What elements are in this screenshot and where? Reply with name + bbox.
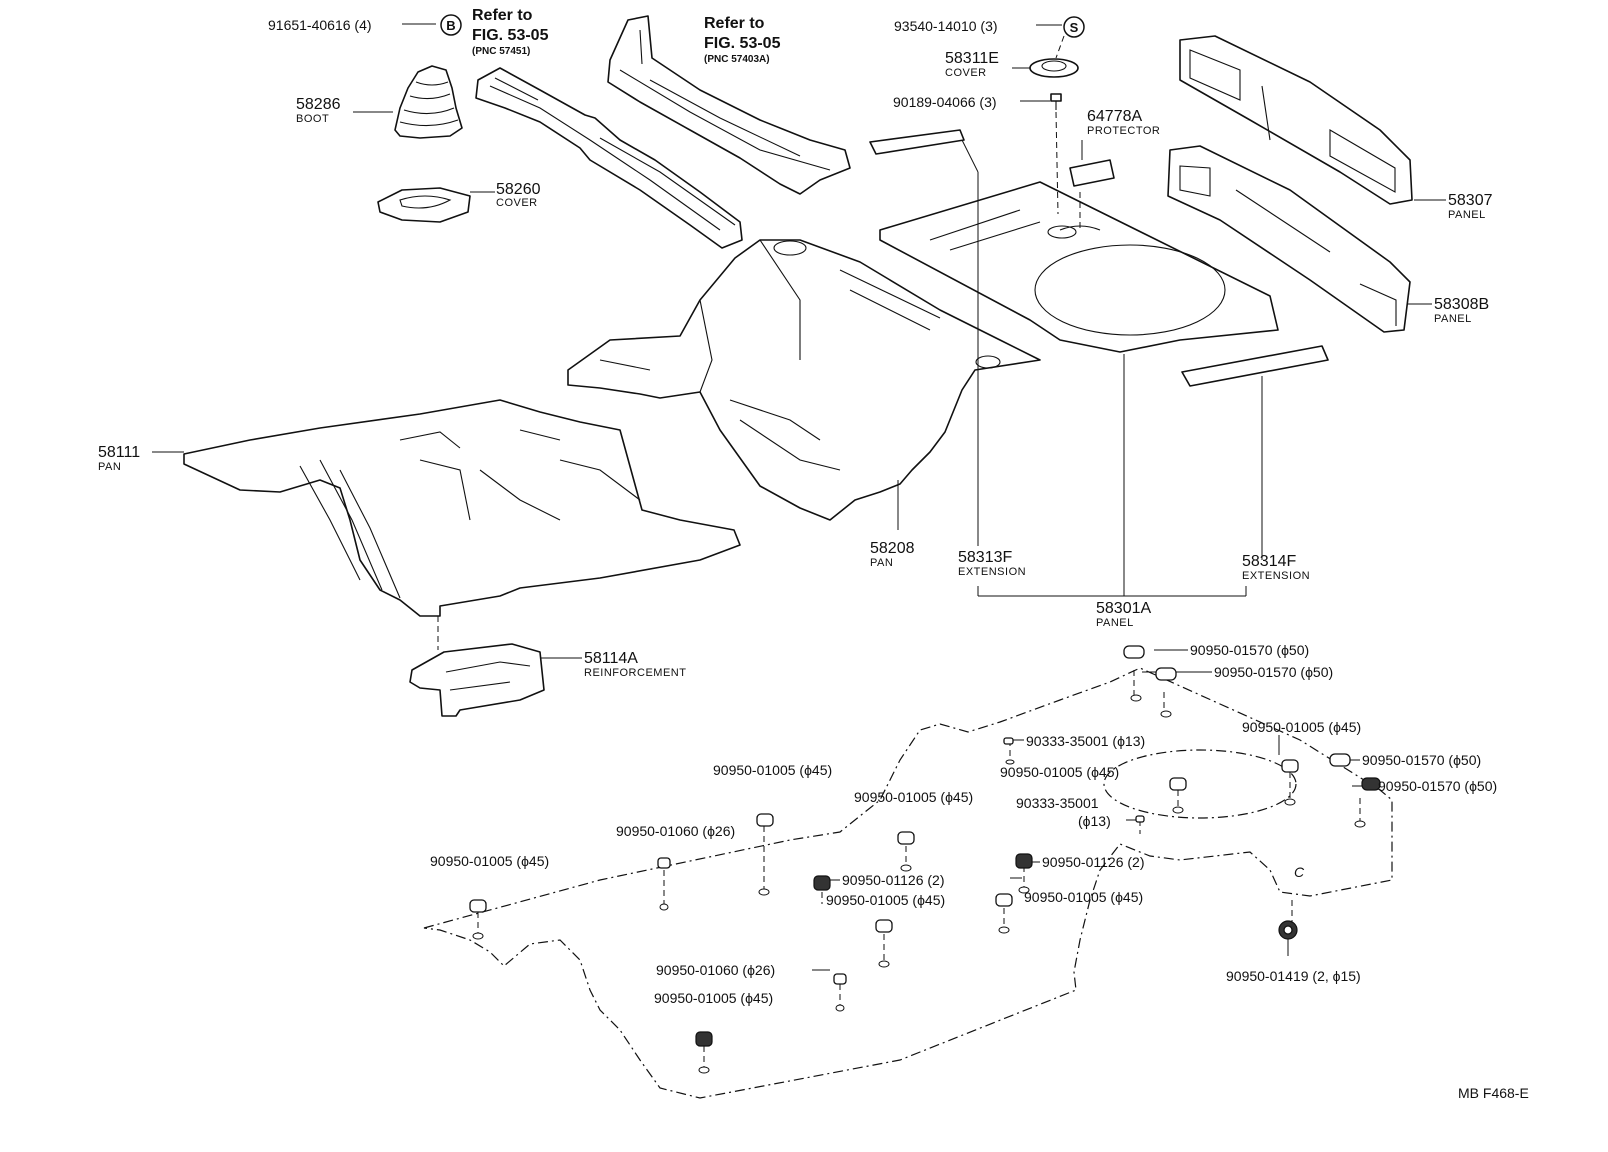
extension-58313f-drawing[interactable] (869, 129, 965, 155)
label-p9: 90950-01005 (ϕ45) (854, 789, 973, 805)
label-ref1-pnc: (PNC 57451) (472, 46, 530, 57)
plug-p5[interactable] (1361, 777, 1381, 791)
label-panel-58307-pn: 58307 (1448, 192, 1493, 209)
label-p18: 90950-01005 (ϕ45) (654, 990, 773, 1006)
panel-58307-drawing[interactable] (1179, 35, 1413, 205)
pan-58111-drawing[interactable] (183, 399, 741, 617)
plug-p10[interactable] (1135, 815, 1145, 823)
label-p11: 90950-01060 (ϕ26) (616, 823, 735, 839)
plug-p7[interactable] (1169, 777, 1187, 791)
label-p2: 90950-01570 (ϕ50) (1214, 664, 1333, 680)
label-ext-58314f-pn: 58314F (1242, 553, 1296, 570)
leader-lines (152, 23, 1446, 1068)
plug-p11[interactable] (657, 857, 671, 869)
plug-p1[interactable] (1123, 645, 1145, 659)
plug-p18[interactable] (695, 1031, 713, 1047)
label-ext-58313f-pn: 58313F (958, 549, 1012, 566)
label-panel-58307-name: PANEL (1448, 209, 1486, 221)
plug-p19[interactable] (1278, 920, 1298, 940)
symbol-s: S (1063, 16, 1085, 38)
label-boot-pn: 58286 (296, 96, 341, 113)
plug-p8[interactable] (756, 813, 774, 827)
plug-p16[interactable] (995, 893, 1013, 907)
label-p13: 90950-01126 (2) (842, 872, 944, 888)
plug-p2[interactable] (1155, 667, 1177, 681)
plug-p14[interactable] (1015, 853, 1033, 869)
label-boot-bolt: 91651-40616 (4) (268, 17, 372, 33)
label-p19: 90950-01419 (2, ϕ15) (1226, 968, 1361, 984)
reinforcement-58114a-drawing[interactable] (409, 643, 545, 717)
label-ref2-line1: Refer to (704, 15, 765, 32)
panel-58301a-drawing[interactable] (879, 181, 1279, 353)
label-pan-58111-name: PAN (98, 461, 121, 473)
plug-p4[interactable] (1329, 753, 1351, 767)
member-57403a-drawing[interactable] (607, 15, 851, 195)
screw-90189-drawing[interactable] (1050, 93, 1062, 110)
plug-p13[interactable] (813, 875, 831, 891)
label-ref1-line1: Refer to (472, 7, 533, 24)
label-panel-58308b-pn: 58308B (1434, 296, 1489, 313)
plug-p9[interactable] (897, 831, 915, 845)
boot-58286-drawing[interactable] (394, 65, 463, 139)
panel-58308b-drawing[interactable] (1167, 145, 1411, 333)
label-pan-58111-pn: 58111 (98, 444, 140, 461)
label-ref2-line2: FIG. 53-05 (704, 35, 781, 52)
svg-text:B: B (446, 18, 455, 33)
figure-code: MB F468-E (1458, 1085, 1529, 1101)
svg-text:S: S (1070, 20, 1079, 35)
label-ref2-pnc: (PNC 57403A) (704, 54, 770, 65)
label-ref1-line2: FIG. 53-05 (472, 27, 549, 44)
label-protector-name: PROTECTOR (1087, 125, 1160, 137)
pan-58208-drawing[interactable] (567, 239, 1041, 521)
label-pan-58208-pn: 58208 (870, 540, 915, 557)
label-screw-90189: 90189-04066 (3) (893, 94, 997, 110)
label-cover-58311e-pn: 58311E (945, 50, 999, 67)
symbol-b: B (440, 14, 462, 36)
label-p20: C (1294, 864, 1305, 880)
label-screw-s: 93540-14010 (3) (894, 18, 998, 34)
label-panel-58301a-name: PANEL (1096, 617, 1134, 629)
extension-58314f-drawing[interactable] (1181, 345, 1329, 387)
label-p7: 90950-01005 (ϕ45) (1000, 764, 1119, 780)
label-p10-a: 90333-35001 (1016, 795, 1099, 811)
plug-p15[interactable] (875, 919, 893, 933)
label-protector-pn: 64778A (1087, 108, 1142, 125)
protector-64778a-drawing[interactable] (1069, 159, 1115, 187)
cover-58260-drawing[interactable] (377, 187, 471, 223)
plug-p17[interactable] (833, 973, 847, 985)
label-cover-58311e-name: COVER (945, 67, 987, 79)
plug-p3[interactable] (1281, 759, 1299, 773)
floor-outline-drawing (423, 667, 1393, 1099)
hole-plugs (469, 645, 1381, 1074)
label-reinf-58114a-pn: 58114A (584, 650, 638, 667)
label-p10-b: (ϕ13) (1078, 813, 1111, 829)
cover-58311e-drawing[interactable] (1029, 58, 1079, 78)
label-p4: 90950-01570 (ϕ50) (1362, 752, 1481, 768)
label-cover-58260-name: COVER (496, 197, 538, 209)
label-boot-name: BOOT (296, 113, 329, 125)
member-57451-drawing[interactable] (475, 67, 743, 249)
label-p5: 90950-01570 (ϕ50) (1378, 778, 1497, 794)
label-reinf-58114a-name: REINFORCEMENT (584, 667, 686, 679)
label-cover-58260-pn: 58260 (496, 181, 541, 198)
label-p17: 90950-01060 (ϕ26) (656, 962, 775, 978)
label-p12: 90950-01005 (ϕ45) (430, 853, 549, 869)
label-ext-58313f-name: EXTENSION (958, 566, 1026, 578)
label-p3: 90950-01005 (ϕ45) (1242, 719, 1361, 735)
label-p8: 90950-01005 (ϕ45) (713, 762, 832, 778)
label-panel-58308b-name: PANEL (1434, 313, 1472, 325)
label-p1: 90950-01570 (ϕ50) (1190, 642, 1309, 658)
label-p16: 90950-01005 (ϕ45) (1024, 889, 1143, 905)
plug-p12[interactable] (469, 899, 487, 913)
plug-p6[interactable] (1003, 737, 1014, 745)
label-pan-58208-name: PAN (870, 557, 893, 569)
label-panel-58301a-pn: 58301A (1096, 600, 1151, 617)
label-p14: 90950-01126 (2) (1042, 854, 1144, 870)
label-ext-58314f-name: EXTENSION (1242, 570, 1310, 582)
label-p6: 90333-35001 (ϕ13) (1026, 733, 1145, 749)
label-p15: 90950-01005 (ϕ45) (826, 892, 945, 908)
